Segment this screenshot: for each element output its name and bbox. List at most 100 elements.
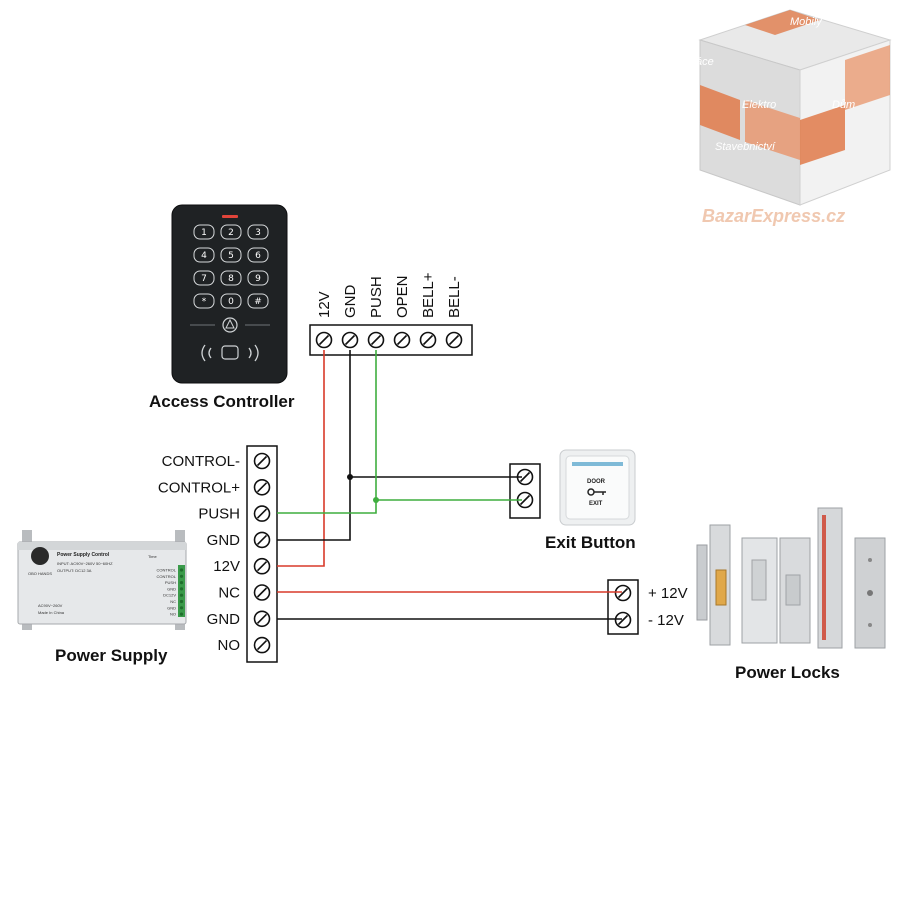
rfid-wave-left-icon (201, 344, 212, 362)
ps-device-pin-label: GND (167, 605, 176, 610)
access-controller-title: Access Controller (149, 392, 295, 411)
screw-terminal-icon (419, 331, 437, 349)
cube-word-3: Elektro (742, 99, 776, 111)
key-label: 5 (228, 251, 234, 261)
key-label: 4 (201, 251, 207, 261)
key-button (247, 293, 269, 309)
ps-device-pin-label: GND (167, 586, 176, 591)
ps-device-heading: Power Supply Control (57, 552, 110, 558)
power-supply-device: Power Supply Control Time OBO HANDS INPU… (17, 530, 187, 630)
key-button (247, 270, 269, 286)
bell-icon (222, 317, 238, 333)
ps-terminal-label: GND (207, 611, 241, 628)
ps-terminal-block (246, 445, 278, 663)
ps-device-pin-label: DC12V (163, 593, 176, 598)
ps-terminal-label: CONTROL+ (158, 479, 240, 496)
exit-button-bottom-text: EXIT (589, 501, 603, 507)
ps-device-pin-screw (179, 612, 184, 616)
ps-terminal-label: NC (218, 585, 240, 602)
access-terminals: 12V GND PUSH OPEN BELL+ BELL- (315, 272, 463, 349)
brand-logo-icon (31, 547, 49, 565)
exit-terminals (516, 468, 534, 509)
access-terminal-block (309, 324, 473, 356)
screw-terminal-icon (393, 331, 411, 349)
screw-terminal-icon (445, 331, 463, 349)
ps-device-pin-screw (179, 568, 184, 572)
key-label: # (254, 297, 262, 307)
screw-terminal-icon (614, 611, 632, 629)
screw-terminal-icon (367, 331, 385, 349)
ps-device-pin-screw (179, 593, 184, 597)
exit-button-top-text: DOOR (587, 479, 606, 485)
key-button (193, 224, 215, 240)
cube-word-5: Stavebnictví (715, 141, 776, 153)
ps-device-pin-label: NO (170, 612, 176, 617)
wire-push-green (277, 350, 377, 514)
ps-device-pin-screw (179, 587, 184, 591)
junction-push (373, 497, 379, 503)
access-terminal-label: BELL- (446, 276, 463, 318)
screw-terminal-icon (253, 557, 271, 575)
watermark-brand: BazarExpress.cz (702, 206, 845, 226)
ps-device-pin-screw (179, 606, 184, 610)
power-locks-title: Power Locks (735, 663, 840, 682)
key-label: 3 (255, 228, 261, 238)
cube-word-1: Mobily (790, 16, 823, 28)
strike-latch (715, 569, 727, 606)
junction-gnd (347, 474, 353, 480)
screw-terminal-icon (253, 478, 271, 496)
screw-terminal-icon (516, 468, 534, 486)
exit-button-title: Exit Button (545, 533, 636, 552)
access-terminal-label: OPEN (394, 275, 411, 318)
watermark-logo: Mobily Práce Elektro Dům Stavebnictví Ba… (685, 9, 892, 226)
wire-gnd-black (277, 350, 351, 541)
wires (277, 350, 622, 620)
ps-device-time: Time (148, 554, 158, 559)
ps-device-pin-screw (179, 599, 184, 604)
key-label: 2 (228, 228, 234, 238)
ps-device-terminal-strip (178, 565, 185, 617)
status-led (222, 215, 238, 218)
ps-terminal-label: GND (207, 532, 241, 549)
ps-device-made: Made In China (38, 610, 65, 615)
access-terminal-label: 12V (316, 291, 333, 318)
ps-device-pin-label: CONTROL (156, 574, 176, 579)
screw-terminal-icon (341, 331, 359, 349)
screw-terminal-icon (253, 531, 271, 549)
access-terminal-label: BELL+ (420, 272, 437, 318)
key-button (220, 270, 242, 286)
screw-terminal-icon (253, 584, 271, 601)
ps-terminal-label: 12V (213, 558, 240, 575)
access-terminal-label: PUSH (368, 276, 385, 318)
rfid-wave-right-icon (248, 344, 259, 362)
maglock-stripe (822, 515, 826, 640)
ps-device-brand: OBO HANDS (28, 571, 52, 576)
ps-terminal-label: NO (218, 637, 241, 654)
screw-terminal-icon (253, 505, 271, 522)
power-supply-title: Power Supply (55, 646, 168, 665)
cube-word-2: Práce (685, 56, 714, 68)
key-label: * (202, 297, 207, 307)
cube-word-4: Dům (832, 99, 855, 111)
lock-terminal-label-2: - 12V (648, 612, 684, 629)
access-terminal-label: GND (342, 285, 359, 319)
ps-device-pin-screw (179, 574, 184, 578)
exit-terminal-block (509, 463, 541, 519)
key-button (193, 270, 215, 286)
ps-terminal-label: PUSH (198, 506, 240, 523)
key-label: 8 (228, 274, 234, 284)
key-icon (587, 488, 606, 496)
card-icon (221, 345, 239, 360)
exit-button-device: DOOR EXIT (559, 449, 636, 526)
key-button (193, 293, 215, 309)
key-button (193, 247, 215, 263)
wire-12v-red (277, 350, 325, 567)
screw-terminal-icon (253, 452, 271, 470)
key-button (220, 224, 242, 240)
key-button (220, 247, 242, 263)
key-button (220, 293, 242, 309)
